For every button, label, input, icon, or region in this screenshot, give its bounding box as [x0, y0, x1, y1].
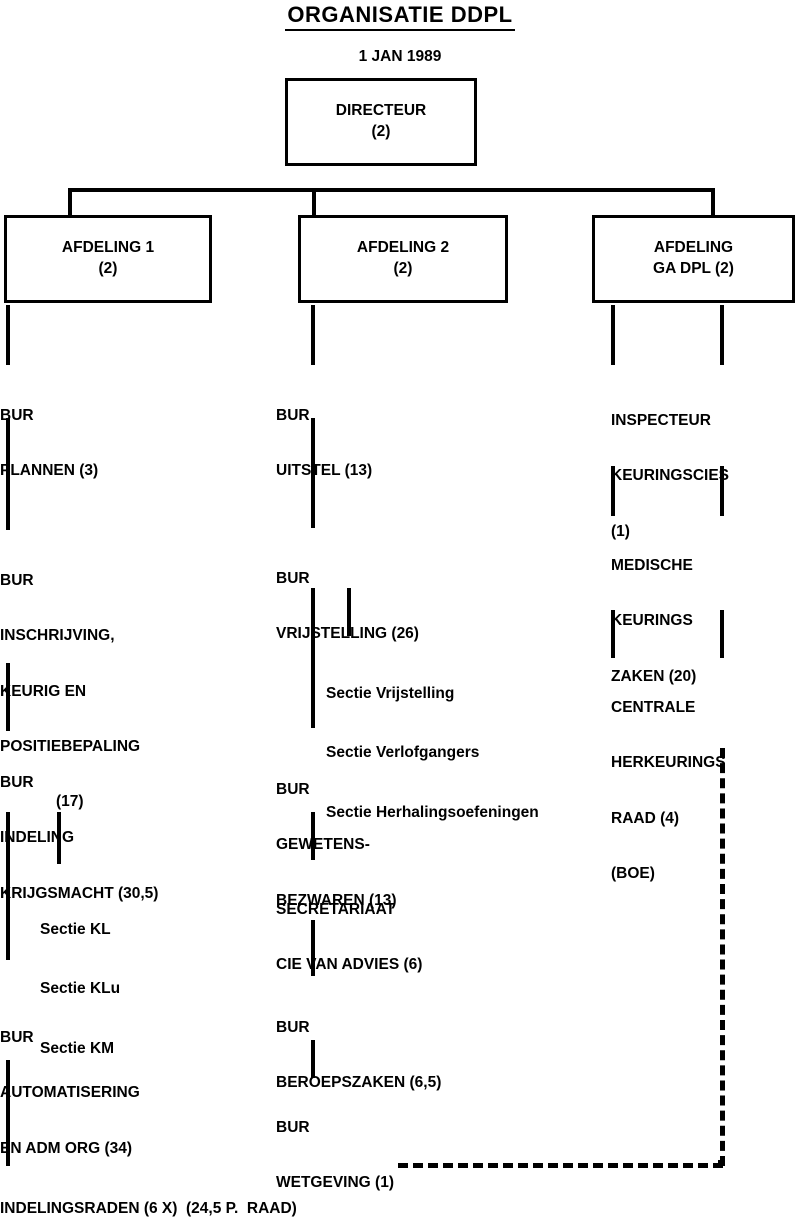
node-medische-line2: KEURINGS [611, 612, 693, 630]
node-bur-automatisering-line2: AUTOMATISERING [0, 1084, 140, 1102]
node-bur-wetgeving-line2: WETGEVING (1) [276, 1174, 394, 1192]
connector-right-1a [611, 305, 615, 365]
page-title-text: ORGANISATIE DDPL [285, 2, 515, 31]
node-directeur[interactable]: DIRECTEUR (2) [285, 78, 477, 166]
chart-date: 1 JAN 1989 [358, 48, 442, 65]
node-bur-vrijstelling-line1: BUR [276, 569, 310, 587]
node-bur-gewetensbezwaren-line3: BEZWAREN (13) [276, 891, 397, 909]
node-bur-automatisering[interactable]: BUR AUTOMATISERING EN ADM ORG (34) [0, 992, 140, 1195]
section-item-vrijstelling: Sectie Vrijstelling [326, 684, 455, 702]
node-bur-indeling-line1: BUR [0, 773, 34, 791]
connector-right-2a [611, 466, 615, 516]
node-bur-gewetensbezwaren-line1: BUR [276, 780, 310, 798]
connector-left-2 [6, 418, 10, 530]
node-afdeling-1-label: AFDELING 1 [61, 239, 155, 257]
node-centrale-line2: HERKEURINGS [611, 754, 726, 772]
node-centrale-line3: RAAD (4) [611, 809, 680, 827]
node-bur-vrijstelling[interactable]: BUR VRIJSTELLING (26) [276, 533, 419, 681]
connector-right-3a [611, 610, 615, 658]
node-directeur-label: DIRECTEUR [335, 102, 427, 120]
node-secretariaat-line1: SECRETARIAAT [276, 900, 396, 918]
node-afdeling-1-count: (2) [98, 260, 118, 277]
connector-dashed-horizontal [398, 1163, 723, 1168]
node-bur-plannen[interactable]: BUR PLANNEN (3) [0, 370, 98, 518]
connector-dashed-vertical [720, 748, 725, 1166]
node-indelingsraden[interactable]: INDELINGSRADEN (6 X) (24,5 P. RAAD) (BOE… [0, 1163, 297, 1219]
node-bur-indeling-krijgsmacht[interactable]: BUR INDELING KRIJGSMACHT (30,5) [0, 737, 158, 940]
connector-bus-horizontal [68, 188, 715, 192]
section-item-verlofgangers: Sectie Verlofgangers [326, 744, 480, 762]
node-bur-automatisering-line3: EN ADM ORG (34) [0, 1139, 133, 1157]
section-item-kl: Sectie KL [40, 920, 111, 938]
node-inspecteur-keuringscies[interactable]: INSPECTEUR KEURINGSCIES (1) [611, 375, 729, 578]
connector-right-2b [720, 466, 724, 516]
node-afdeling-2-count: (2) [393, 260, 413, 277]
node-bur-uitstel-line2: UITSTEL (13) [276, 462, 373, 480]
node-bur-inschrijving-count: (17) [56, 793, 84, 811]
node-bur-inschrijving[interactable]: BUR INSCHRIJVING, KEURIG EN POSITIEBEPAL… [0, 535, 140, 848]
node-bur-uitstel-line1: BUR [276, 406, 310, 424]
node-directeur-count: (2) [371, 123, 391, 140]
node-afdeling-2[interactable]: AFDELING 2 (2) [298, 215, 508, 303]
section-item-herhalingsoefeningen: Sectie Herhalingsoefeningen [326, 803, 539, 821]
node-bur-inschrijving-line2: INSCHRIJVING, [0, 627, 115, 645]
connector-left-3 [6, 663, 10, 731]
node-medische-line3: ZAKEN (20) [611, 667, 697, 685]
node-bur-inschrijving-line1: BUR [0, 571, 34, 589]
node-indelingsraden-line1: INDELINGSRADEN (6 X) (24,5 P. RAAD) [0, 1199, 297, 1217]
connector-mid-sections-stub [347, 588, 351, 636]
connector-mid-2 [311, 418, 315, 528]
page-title: ORGANISATIE DDPL [0, 2, 800, 31]
node-bur-automatisering-line1: BUR [0, 1028, 34, 1046]
node-afdeling-2-label: AFDELING 2 [356, 239, 450, 257]
connector-bus-drop-right [711, 188, 715, 216]
connector-mid-3 [311, 588, 315, 728]
node-medische-line1: MEDISCHE [611, 556, 693, 574]
node-inspecteur-line1: INSPECTEUR [611, 411, 711, 429]
section-item-km: Sectie KM [40, 1039, 115, 1057]
node-bur-indeling-line2: INDELING [0, 829, 75, 847]
section-list-vrijstelling: Sectie Vrijstelling Sectie Verlofgangers… [326, 644, 539, 862]
node-bur-wetgeving[interactable]: BUR WETGEVING (1) [276, 1082, 394, 1219]
node-bur-beroepszaken[interactable]: BUR BEROEPSZAKEN (6,5) [276, 982, 441, 1130]
connector-bus-drop-middle [312, 188, 316, 216]
connector-right-1b [720, 305, 724, 365]
node-centrale-line4: (BOE) [611, 864, 655, 882]
connector-mid-5 [311, 920, 315, 976]
node-bur-plannen-line2: PLANNEN (3) [0, 462, 99, 480]
node-secretariaat-cie-van-advies[interactable]: SECRETARIAAT CIE VAN ADVIES (6) [276, 864, 422, 1012]
section-item-klu: Sectie KLu [40, 980, 121, 998]
node-bur-beroepszaken-line1: BUR [276, 1018, 310, 1036]
node-afdeling-ga-dpl[interactable]: AFDELING GA DPL (2) [592, 215, 795, 303]
node-bur-plannen-line1: BUR [0, 406, 34, 424]
connector-left-4 [6, 812, 10, 960]
node-centrale-herkeuringsraad[interactable]: CENTRALE HERKEURINGS RAAD (4) (BOE) [611, 662, 726, 920]
node-bur-gewetensbezwaren-line2: GEWETENS- [276, 836, 370, 854]
node-bur-vrijstelling-line2: VRIJSTELLING (26) [276, 625, 419, 643]
connector-mid-6 [311, 1040, 315, 1078]
node-bur-inschrijving-line3: KEURIG EN [0, 682, 87, 700]
node-secretariaat-line2: CIE VAN ADVIES (6) [276, 956, 423, 974]
node-bur-indeling-line3: KRIJGSMACHT (30,5) [0, 884, 159, 902]
connector-left-sections-stub [57, 812, 61, 864]
node-bur-wetgeving-line1: BUR [276, 1118, 310, 1136]
node-inspecteur-line3: (1) [611, 522, 630, 540]
connector-mid-1 [311, 305, 315, 365]
connector-left-1 [6, 305, 10, 365]
node-bur-gewetensbezwaren[interactable]: BUR GEWETENS- BEZWAREN (13) [276, 744, 397, 947]
node-medische-keuringszaken[interactable]: MEDISCHE KEURINGS ZAKEN (20) [611, 520, 696, 723]
connector-bus-drop-left [68, 188, 72, 216]
node-afdeling-ga-dpl-label: AFDELING [653, 239, 734, 257]
node-bur-uitstel[interactable]: BUR UITSTEL (13) [276, 370, 372, 518]
node-centrale-line1: CENTRALE [611, 698, 696, 716]
node-bur-beroepszaken-line2: BEROEPSZAKEN (6,5) [276, 1074, 442, 1092]
connector-left-5 [6, 1060, 10, 1166]
connector-right-3b [720, 610, 724, 658]
node-bur-inschrijving-line4: POSITIEBEPALING [0, 737, 141, 755]
node-inspecteur-line2: KEURINGSCIES [611, 467, 729, 485]
section-list-krijgsmacht: Sectie KL Sectie KLu Sectie KM [40, 880, 120, 1098]
node-afdeling-ga-dpl-count: GA DPL (2) [653, 260, 734, 277]
connector-mid-4 [311, 812, 315, 860]
node-afdeling-1[interactable]: AFDELING 1 (2) [4, 215, 212, 303]
